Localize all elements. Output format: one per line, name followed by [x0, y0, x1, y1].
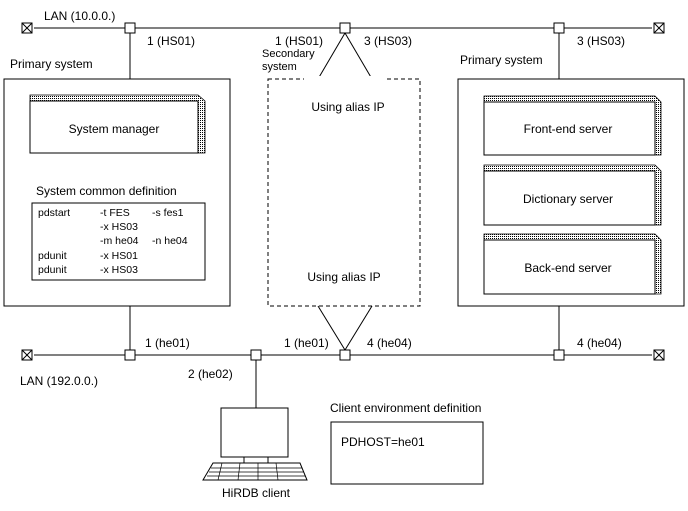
- definition-cell: -x HS03: [100, 264, 138, 276]
- definition-cell: pdunit: [38, 264, 67, 276]
- system-manager-label: System manager: [69, 122, 160, 136]
- left-primary-system: Primary system System manager System com…: [3, 57, 231, 307]
- port-mid-top: [339, 22, 351, 34]
- front-end-server-label: Front-end server: [524, 122, 613, 136]
- secondary-system: Secondary system Using alias IP Using al…: [262, 48, 421, 307]
- definition-cell: -s fes1: [152, 207, 184, 219]
- port-label-mid-bottom-1: 1 (he01): [284, 336, 329, 350]
- left-system-title: Primary system: [10, 57, 93, 71]
- lan-bottom-label: LAN (192.0.0.): [20, 374, 98, 388]
- client-env-title: Client environment definition: [330, 401, 481, 415]
- client-env-value: PDHOST=he01: [341, 435, 425, 449]
- dictionary-server-box: Dictionary server: [483, 164, 662, 226]
- definition-title: System common definition: [36, 184, 177, 198]
- port-label-client: 2 (he02): [188, 367, 233, 381]
- back-end-server-label: Back-end server: [524, 261, 611, 275]
- lan-top-label: LAN (10.0.0.): [44, 9, 115, 23]
- lan-top-right-terminator-icon: [653, 22, 665, 34]
- port-left-bottom: [124, 349, 136, 361]
- port-label-right-top: 3 (HS03): [577, 34, 625, 48]
- port-label-right-bottom: 4 (he04): [577, 336, 622, 350]
- port-left-top: [124, 22, 136, 34]
- port-right-bottom: [553, 349, 565, 361]
- right-system-title: Primary system: [460, 53, 543, 67]
- port-right-top: [553, 22, 565, 34]
- system-manager-box: System manager: [29, 94, 206, 154]
- port-client: [250, 349, 262, 361]
- definition-cell: pdunit: [38, 250, 67, 262]
- right-primary-system: Primary system Front-end server Dictiona…: [457, 53, 685, 307]
- definition-cell: -x HS01: [100, 250, 138, 262]
- definition-box: [31, 202, 206, 281]
- definition-cell: -n he04: [152, 235, 188, 247]
- port-label-mid-top-3: 3 (HS03): [364, 34, 412, 48]
- alias-ip-top: Using alias IP: [311, 100, 384, 114]
- lan-bottom-left-terminator-icon: [21, 349, 33, 361]
- secondary-title-2: system: [262, 61, 297, 73]
- port-label-mid-top-1: 1 (HS01): [275, 34, 323, 48]
- front-end-server-box: Front-end server: [483, 95, 662, 156]
- definition-table: pdstart -t FES -s fes1 -x HS03 -m he04 -…: [38, 207, 188, 276]
- client-env-box: [330, 421, 484, 485]
- definition-cell: -t FES: [100, 207, 130, 219]
- port-label-left-top: 1 (HS01): [147, 34, 195, 48]
- lan-bottom-right-terminator-icon: [653, 349, 665, 361]
- alias-ip-bottom: Using alias IP: [307, 270, 380, 284]
- definition-cell: -m he04: [100, 235, 139, 247]
- lan-top-left-terminator-icon: [21, 22, 33, 34]
- port-label-left-bottom: 1 (he01): [145, 336, 190, 350]
- client-computer-icon: [202, 407, 308, 481]
- definition-cell: -x HS03: [100, 221, 138, 233]
- secondary-title-1: Secondary: [262, 48, 315, 60]
- port-mid-bottom: [339, 349, 351, 361]
- client-label: HiRDB client: [222, 486, 291, 500]
- back-end-server-box: Back-end server: [483, 233, 662, 295]
- dictionary-server-label: Dictionary server: [523, 192, 613, 206]
- definition-cell: pdstart: [38, 207, 70, 219]
- port-label-mid-bottom-4: 4 (he04): [367, 336, 412, 350]
